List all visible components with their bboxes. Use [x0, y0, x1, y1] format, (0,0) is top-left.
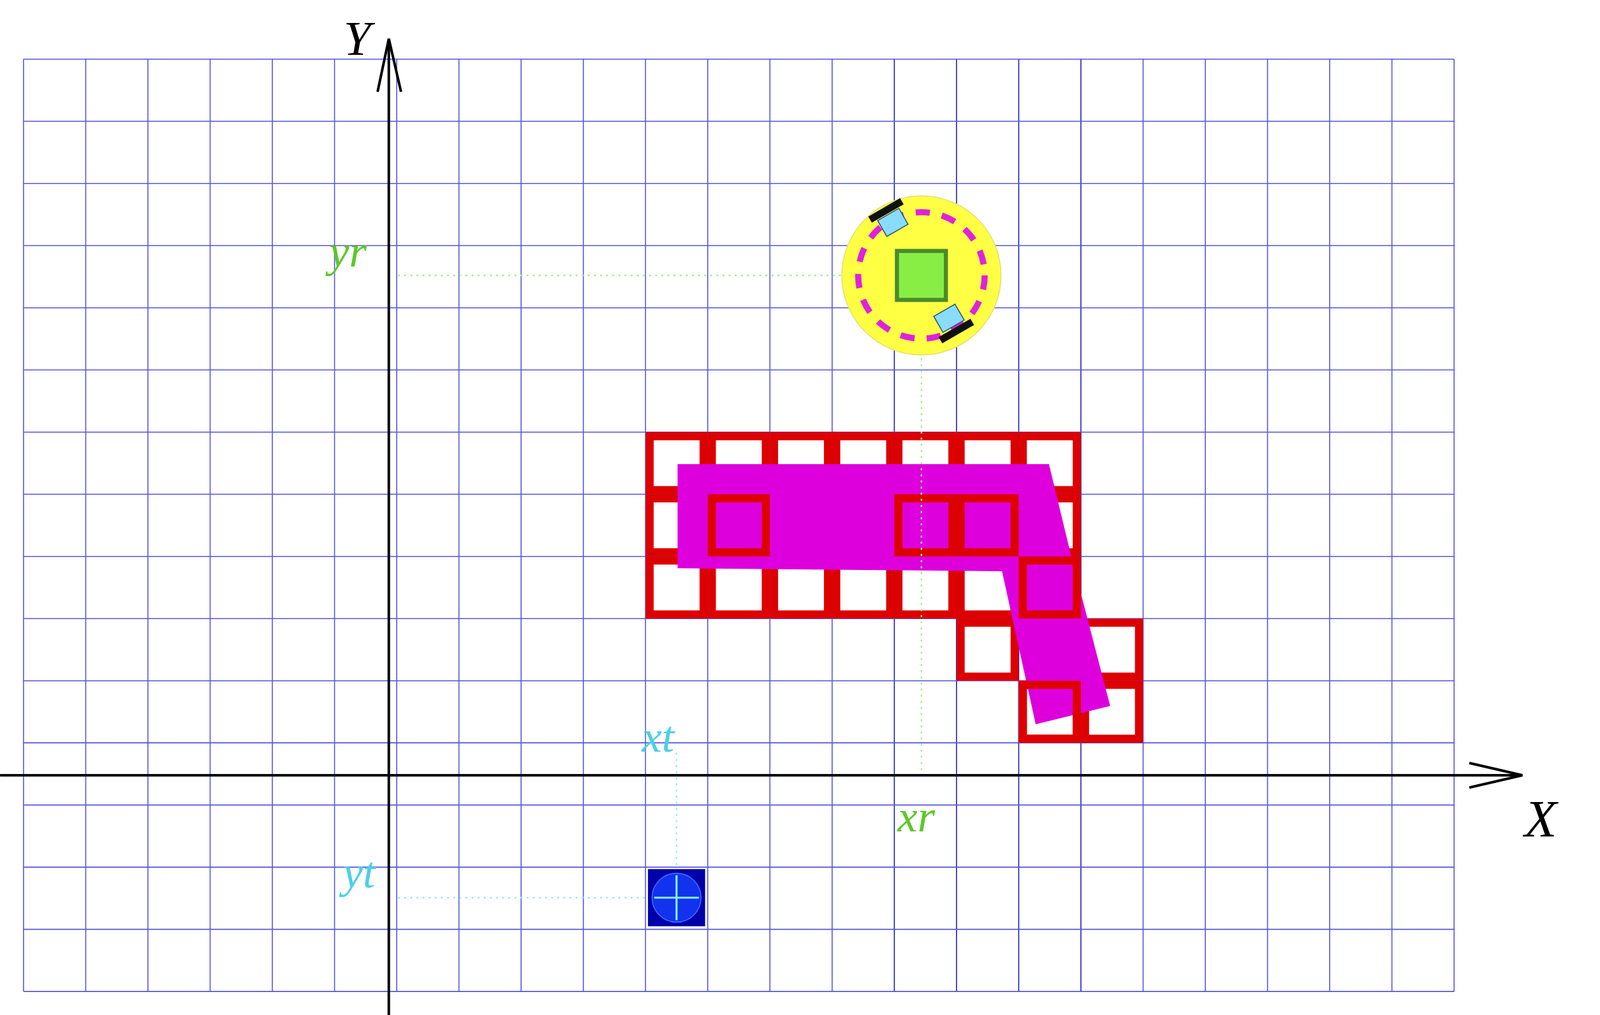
robot-coordinate: xr [897, 793, 935, 839]
grid-line [1267, 59, 1269, 992]
grid-line [23, 804, 1454, 807]
occupied-cell-outline [898, 498, 953, 553]
guide-line [920, 352, 923, 774]
grid-line [1453, 59, 1455, 992]
grid-line [23, 929, 1454, 931]
robot [841, 195, 1002, 356]
grid-line [85, 59, 87, 992]
wheel-tire [868, 198, 904, 223]
target-coordinate: yt [343, 850, 376, 895]
x-arrowhead [1469, 763, 1523, 788]
target-cross [654, 875, 699, 921]
grid-line [1204, 59, 1206, 992]
grid-line [1328, 59, 1331, 992]
occupied-cell-outline [960, 498, 1015, 553]
target [647, 869, 706, 927]
grid-line [23, 58, 1454, 60]
occupied-cell [960, 623, 1015, 678]
target-coordinate: xt [642, 714, 675, 759]
sensor-ring [858, 212, 985, 339]
axis-name: X [1524, 792, 1558, 846]
grid-line [1142, 59, 1145, 992]
target-square [647, 869, 706, 927]
guide-line [397, 897, 650, 899]
grid-line [23, 866, 1454, 868]
grid-line [23, 244, 1454, 247]
axes [0, 38, 1523, 1015]
robot-center [897, 251, 947, 301]
grid-line [23, 680, 1454, 682]
wheel [928, 300, 974, 344]
y-axis [387, 40, 391, 1015]
grid-line [23, 183, 1454, 185]
wheel-tire [938, 318, 974, 344]
grid-line [23, 120, 1454, 122]
axis-name: Y [343, 14, 372, 64]
target-disc [652, 873, 702, 923]
grid [23, 59, 1454, 992]
grid-line [520, 59, 522, 992]
grid-line [23, 369, 1454, 371]
occupied-cells [649, 436, 1139, 740]
guide-line [675, 753, 678, 870]
grid-line [23, 990, 1454, 993]
grid-line [23, 742, 1454, 744]
guide-line [397, 274, 847, 277]
grid-line [582, 59, 585, 992]
x-axis [0, 774, 1519, 777]
occupied-cell-outline [1022, 560, 1078, 615]
occupied-cell [649, 560, 705, 615]
occupied-cell-outline [1022, 684, 1078, 740]
grid-line [23, 307, 1454, 309]
occupied-cell-outline [711, 498, 766, 553]
grid-line [1391, 59, 1393, 992]
robot-coordinate: yr [329, 228, 367, 273]
wheel [868, 198, 914, 240]
y-arrowhead [377, 38, 402, 92]
grid-line [209, 59, 212, 992]
grid-line [271, 59, 273, 992]
grid-line [22, 59, 25, 992]
grid-line [396, 59, 398, 992]
grid-line [147, 59, 149, 992]
grid-line [458, 59, 460, 992]
grid-line [334, 59, 336, 992]
robot-body [841, 195, 1002, 356]
